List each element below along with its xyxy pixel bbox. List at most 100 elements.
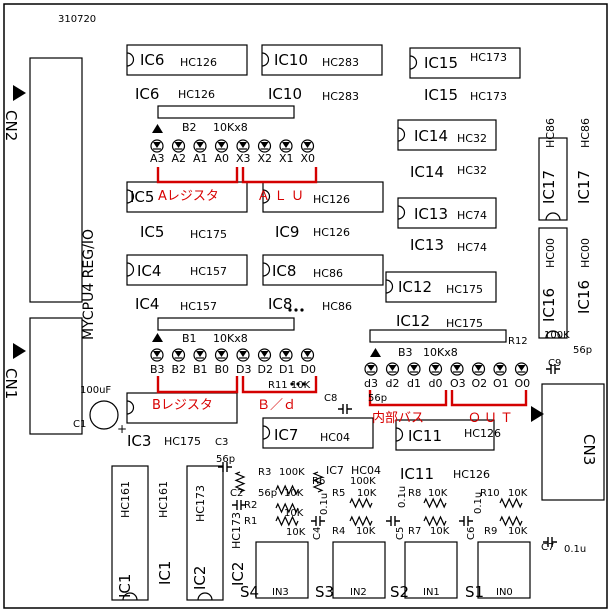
ic5-ref: IC5 [130,188,155,206]
b2-pin1-marker [152,124,163,133]
b-register-bracket [156,376,239,394]
b3-pin1-marker [370,348,381,357]
ic8-part: HC86 [313,267,343,280]
s1-ref: S1 [465,583,485,601]
ic11-ref: IC11 [408,427,442,445]
b1-led-label-6: D1 [279,363,295,376]
c2-ref: C2 [230,488,244,499]
c2-value: 56p [258,488,278,499]
c6-symbol [459,516,473,526]
r8-value: 10K [428,488,448,499]
ic8-notch [262,262,271,277]
ic5-notch [126,189,135,204]
ic6-silk-part: HC126 [178,88,215,101]
r5-ref: R5 [332,488,346,499]
b3-led-label-1: d2 [385,377,400,390]
c3-value: 56p [216,454,236,465]
s3-ref: S3 [315,583,335,601]
c5-value: 0.1u [397,485,408,508]
ic13-part: HC74 [457,209,487,222]
ic7-silk-ref: IC7 [326,464,344,477]
c4-ref: C4 [312,526,323,540]
s2-input: IN1 [423,587,440,598]
b3-led-label-4: O3 [450,377,466,390]
r5-value: 10K [357,488,377,499]
ic12-notch [385,279,394,294]
b2-ref: B2 [182,121,197,134]
ic1-silk-part: HC161 [157,481,170,518]
ic2-silk-part: HC173 [230,512,243,549]
board-outline [3,3,608,609]
c8-symbol [338,404,352,414]
ic6-outline [126,44,248,76]
ic10-part: HC283 [322,56,359,69]
internal-bus-bracket [368,390,448,407]
r9-value: 10K [508,526,528,537]
c9-symbol [546,364,560,374]
b3-value: 10Kx8 [423,346,458,359]
b1-led-label-3: B0 [214,363,230,376]
cn2-label: CN2 [2,110,20,142]
cn2-outline [29,57,83,303]
b1-led-label-0: B3 [150,363,165,376]
b1-led-label-1: B2 [171,363,187,376]
ic8-silk-part: HC86 [322,300,352,313]
ic16-part: HC00 [544,238,557,268]
r7-ref: R7 [408,526,422,537]
ic8-silk-ref: IC8 [268,295,293,313]
b3-led-label-6: O1 [493,377,509,390]
r6-value: 100K [350,476,376,487]
s3-outline [332,541,386,599]
ic13-silk-part: HC74 [457,241,487,254]
ic7-part: HC04 [320,431,350,444]
b1-ref: B1 [182,332,197,345]
r1-ref: R1 [244,516,258,527]
ic4-silk-part: HC157 [180,300,217,313]
ic12-ref: IC12 [398,278,432,296]
ic6-notch [126,52,135,67]
ic1-notch [122,592,138,601]
b2-led-label-6: X1 [279,152,294,165]
ic14-silk-part: HC32 [457,164,487,177]
ic2-notch [197,592,213,601]
alu-label: ＡＬＵ [257,189,309,204]
c4-value: 0.1u [319,492,330,515]
ic10-outline [261,44,383,76]
ic14-outline [397,119,497,151]
ic8-outline [262,254,384,286]
ic16-ref: IC16 [540,288,558,322]
ic6-part: HC126 [180,56,217,69]
ic4-part: HC157 [190,265,227,278]
s2-ref: S2 [390,583,410,601]
ic11-silk-ref: IC11 [400,465,434,483]
cn1-label: CN1 [2,368,20,400]
r12-value: 100K [544,330,570,341]
c7-value: 0.1u [564,544,587,555]
c3-symbol [218,462,232,472]
r9-ref: R9 [484,526,498,537]
s4-outline [255,541,309,599]
cn3-pin1-marker [531,406,544,422]
c1-outline [89,400,119,430]
c5-ref: C5 [395,526,406,540]
c4-symbol [311,516,325,526]
b2-led-label-0: A3 [150,152,165,165]
ic14-silk-ref: IC14 [410,163,444,181]
r1b-value: 10K [286,527,306,538]
s3-input: IN2 [350,587,367,598]
s4-input: IN3 [272,587,289,598]
ic1-ref: IC1 [116,573,134,598]
r2-value: 10K [284,488,304,499]
b3-led-label-5: O2 [471,377,488,390]
b2-led-label-3: A0 [214,152,230,165]
ic14-notch [397,127,406,142]
ic5-silk-part: HC175 [190,228,227,241]
board-name: MYCPU4 REG/IO [81,229,97,340]
ic13-silk-ref: IC13 [410,236,444,254]
a-register-label: Aレジスタ [158,189,219,204]
out-bracket [450,390,528,407]
b1-value: 10Kx8 [213,332,248,345]
ic9-silk-ref: IC9 [275,223,300,241]
r4-ref: R4 [332,526,346,537]
